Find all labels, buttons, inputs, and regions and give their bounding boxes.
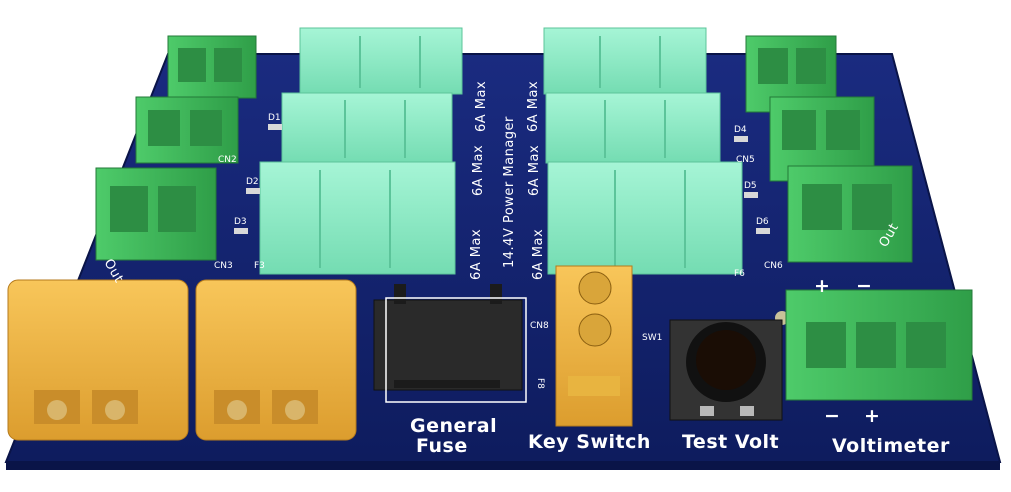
fuse-holder-1 <box>299 27 463 95</box>
refdes-d5: D5 <box>744 181 757 191</box>
refdes-f8: F8 <box>535 378 545 389</box>
refdes-d1: D1 <box>268 113 281 123</box>
refdes-sw1: SW1 <box>642 333 662 343</box>
smd-led <box>268 124 282 130</box>
voltimeter-label: Voltimeter <box>832 435 950 457</box>
terminal-block-cn6 <box>787 165 913 263</box>
key-switch-label: Key Switch <box>528 431 651 453</box>
xt60-connector-2 <box>195 279 357 441</box>
fuse-outline <box>385 297 527 403</box>
polarity-top-minus: − <box>856 275 872 297</box>
refdes-cn6: CN6 <box>764 261 783 271</box>
refdes-cn3: CN3 <box>214 261 233 271</box>
smd-led <box>756 228 770 234</box>
refdes-cn5: CN5 <box>736 155 755 165</box>
polarity-top-plus: + <box>814 275 830 297</box>
rating-f3: 6A Max <box>469 229 484 280</box>
smd-led <box>234 228 248 234</box>
refdes-d6: D6 <box>756 217 769 227</box>
rating-f6: 6A Max <box>531 229 546 280</box>
refdes-d4: D4 <box>734 125 747 135</box>
pcb-edge <box>6 462 1000 470</box>
general-fuse-label: General <box>410 415 497 437</box>
key-switch[interactable] <box>555 265 633 427</box>
rating-f4: 6A Max <box>526 81 541 132</box>
refdes-d2: D2 <box>246 177 259 187</box>
refdes-cn8: CN8 <box>530 321 549 331</box>
rating-f1: 6A Max <box>474 81 489 132</box>
fuse-holder-5 <box>545 92 721 164</box>
refdes-f3: F3 <box>254 261 265 271</box>
general-fuse <box>373 284 523 391</box>
terminal-block-cn3 <box>95 167 217 261</box>
power-manager-title: 14.4V Power Manager <box>502 116 517 268</box>
polarity-bottom-plus: + <box>864 405 880 427</box>
rating-f5: 6A Max <box>527 145 542 196</box>
smd-led <box>744 192 758 198</box>
refdes-d3: D3 <box>234 217 247 227</box>
xt60-connector-1 <box>7 279 189 441</box>
test-volt-label: Test Volt <box>682 431 779 453</box>
fuse-holder-4 <box>543 27 707 95</box>
fuse-holder-6 <box>547 161 743 275</box>
fuse-holder-3 <box>259 161 456 275</box>
general-fuse-label-2: Fuse <box>416 435 468 457</box>
smd-led <box>734 136 748 142</box>
rating-f2: 6A Max <box>471 145 486 196</box>
refdes-cn2: CN2 <box>218 155 237 165</box>
fuse-holder-2 <box>281 92 453 164</box>
terminal-block-voltimeter <box>785 289 973 401</box>
polarity-bottom-minus: − <box>824 405 840 427</box>
smd-led <box>246 188 260 194</box>
test-volt-button[interactable] <box>669 319 783 421</box>
terminal-block-cn1 <box>167 35 257 99</box>
refdes-f6: F6 <box>734 269 745 279</box>
terminal-block-cn2 <box>135 96 239 164</box>
